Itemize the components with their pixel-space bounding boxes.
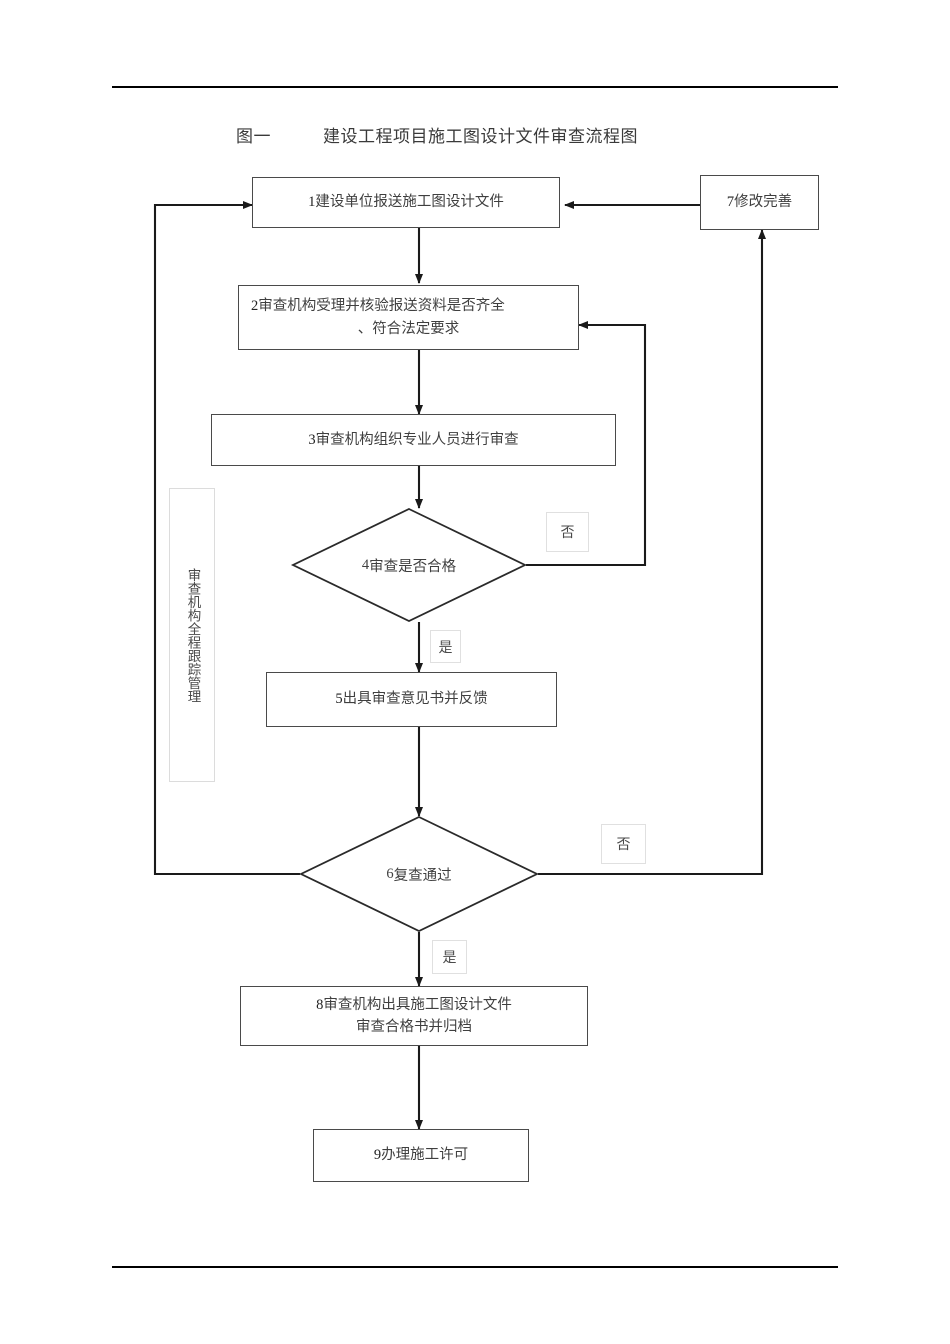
flow-node-8-line-1: 8审查机构出具施工图设计文件	[316, 996, 512, 1013]
flow-node-7-line-1: 7修改完善	[726, 194, 793, 211]
vertical-note-text: 审查机构全程跟踪管理	[185, 567, 201, 703]
flow-node-2-line-2: 、符合法定要求	[357, 320, 460, 337]
flow-node-3-line-1: 3审查机构组织专业人员进行审查	[308, 431, 519, 448]
flow-node-8-line-2: 审查合格书并归档	[356, 1019, 472, 1035]
page-footer-rule	[112, 1266, 838, 1268]
flow-node-9[interactable]: 9办理施工许可	[313, 1129, 529, 1182]
edge-label-d4-yes-text: 是	[438, 640, 453, 656]
edge-label-d6-no-text: 否	[616, 838, 631, 853]
edge-label-d6-no: 否	[601, 824, 646, 864]
flow-node-7[interactable]: 7修改完善	[700, 175, 819, 230]
title-prefix: 图一	[236, 127, 271, 146]
flow-node-2-line-1: 2审查机构受理并核验报送资料是否齐全	[251, 298, 505, 315]
flow-node-1-line-1: 1建设单位报送施工图设计文件	[308, 194, 504, 211]
title-main: 建设工程项目施工图设计文件审查流程图	[323, 127, 638, 146]
flow-node-1[interactable]: 1建设单位报送施工图设计文件	[252, 177, 560, 228]
edge-label-d4-no-text: 否	[560, 526, 575, 541]
flow-node-8[interactable]: 8审查机构出具施工图设计文件 审查合格书并归档	[240, 986, 588, 1046]
flow-node-5[interactable]: 5出具审查意见书并反馈	[266, 672, 557, 727]
page-header-rule	[112, 86, 838, 88]
vertical-note-box: 审查机构全程跟踪管理	[169, 488, 215, 782]
flow-node-3[interactable]: 3审查机构组织专业人员进行审查	[211, 414, 616, 466]
edge-label-d4-no: 否	[546, 512, 589, 552]
edge-label-d6-yes: 是	[432, 940, 467, 974]
flow-node-5-line-1: 5出具审查意见书并反馈	[335, 691, 488, 708]
edge-label-d6-yes-text: 是	[442, 951, 457, 966]
edge-label-d4-yes: 是	[430, 630, 461, 663]
flow-node-2[interactable]: 2审查机构受理并核验报送资料是否齐全 、符合法定要求	[238, 285, 579, 350]
page-title: 图一 建设工程项目施工图设计文件审查流程图	[236, 122, 638, 147]
flow-node-9-line-1: 9办理施工许可	[373, 1147, 469, 1164]
